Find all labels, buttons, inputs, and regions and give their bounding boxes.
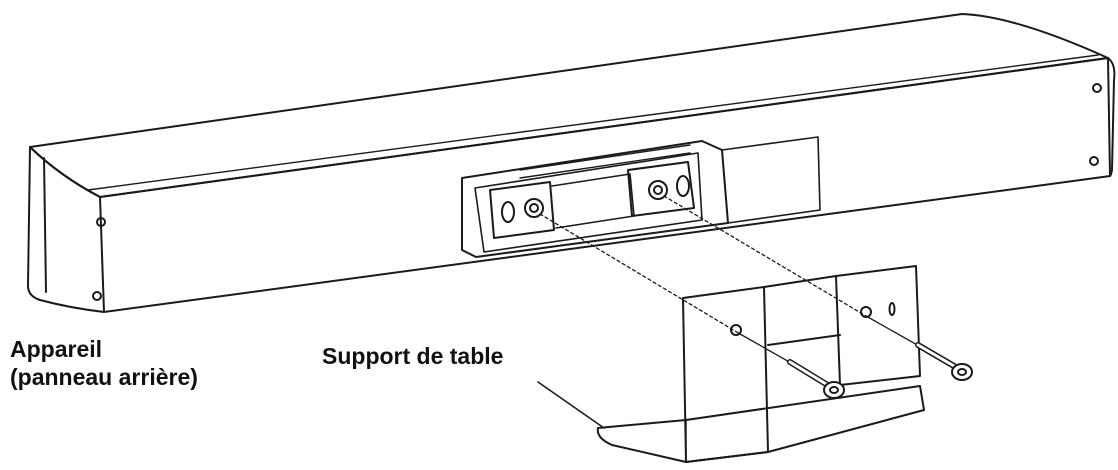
plate-hole-right-inner <box>653 185 663 195</box>
table-stand <box>596 265 925 463</box>
bracket-tab-left <box>489 181 555 239</box>
device-top-surface <box>29 13 1109 198</box>
keyhole-right <box>676 175 690 197</box>
device-end-bevel <box>43 157 47 293</box>
screw-left <box>787 359 845 399</box>
device-label: Appareil (panneau arrière) <box>10 335 198 391</box>
stand-base-plate <box>596 385 925 463</box>
screw-front-left-bottom <box>92 291 102 301</box>
alignment-lines <box>539 195 959 386</box>
screw-front-right-top <box>1092 83 1102 93</box>
stand-back-plate <box>835 265 921 386</box>
stand-hole-left <box>730 324 742 336</box>
stand-hole-right <box>860 306 872 318</box>
support-leader-line <box>537 381 605 429</box>
keyhole-left <box>501 201 515 223</box>
device-label-line1: Appareil <box>10 336 103 362</box>
alignment-line-left <box>539 213 741 335</box>
device-rear-face <box>99 57 1111 313</box>
stand-slot-right <box>888 302 896 316</box>
device-rear-recess <box>721 136 821 224</box>
device-left-end-cap <box>27 146 105 313</box>
device-bar <box>27 13 1116 313</box>
alignment-line-right <box>663 195 867 317</box>
screw-front-left-top <box>96 217 106 227</box>
mounting-plate <box>461 140 729 258</box>
plate-hole-right <box>648 180 668 200</box>
device-label-line2: (panneau arrière) <box>10 364 198 390</box>
device-rear-edge-line <box>87 54 1099 191</box>
stand-top-flange <box>763 275 841 346</box>
plate-hole-left-inner <box>529 203 539 213</box>
screw-front-right-bottom <box>1089 156 1099 166</box>
device-right-end <box>1107 57 1116 177</box>
plate-hole-left <box>524 198 544 218</box>
screw-right <box>915 342 973 381</box>
stand-front-plate <box>682 286 769 463</box>
bracket-tab-right <box>627 161 695 217</box>
support-label: Support de table <box>322 343 504 369</box>
